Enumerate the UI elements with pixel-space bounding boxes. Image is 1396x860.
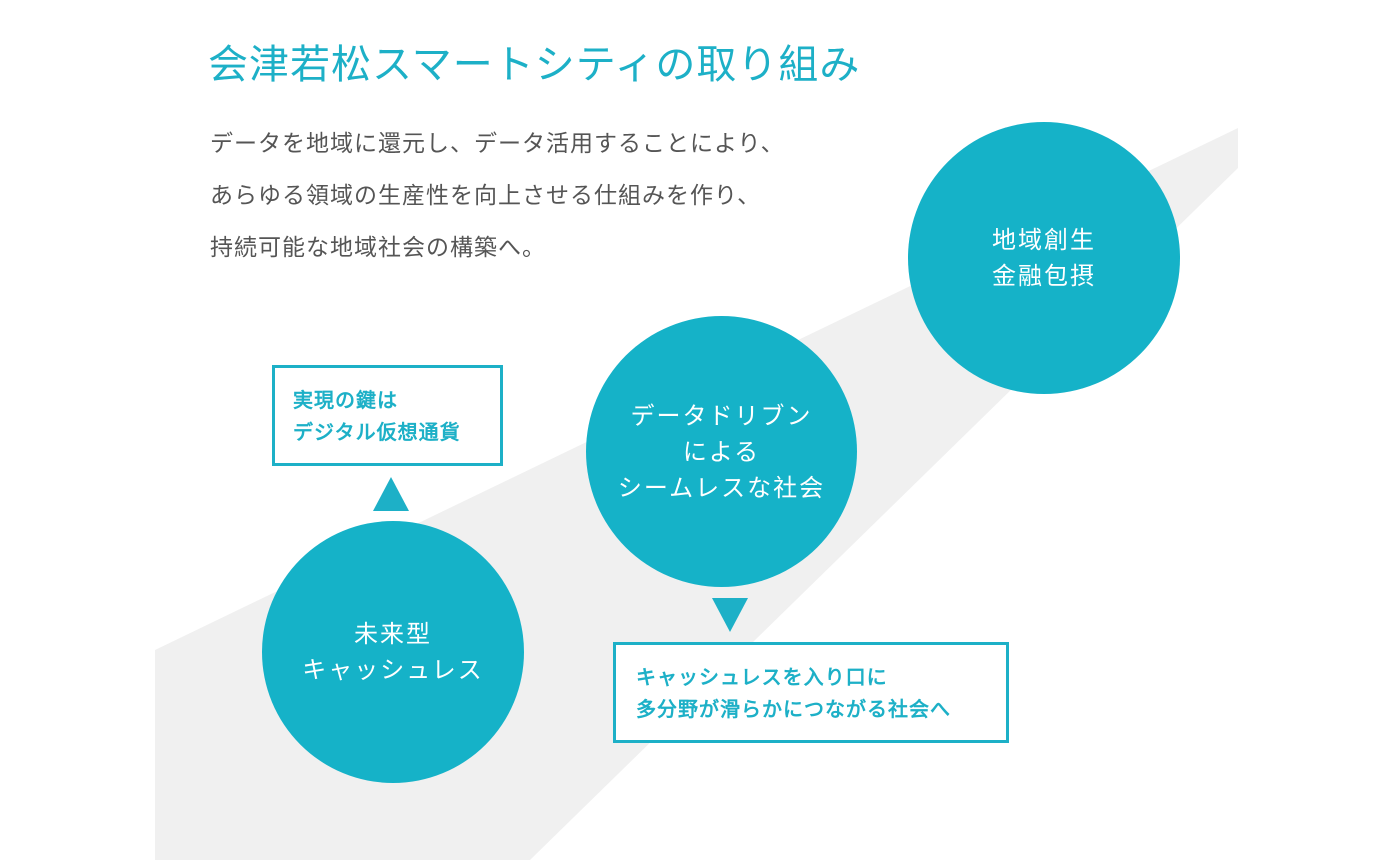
circle-line: データドリブン	[630, 401, 813, 430]
circle-line: シームレスな社会	[617, 473, 826, 502]
callout-digital-currency: 実現の鍵は デジタル仮想通貨	[272, 365, 503, 466]
intro-text: データを地域に還元し、データ活用することにより、 あらゆる領域の生産性を向上させ…	[210, 118, 785, 274]
circle-data-driven-society: データドリブン による シームレスな社会	[586, 316, 857, 587]
callout-cashless-entry: キャッシュレスを入り口に 多分野が滑らかにつながる社会へ	[613, 642, 1009, 743]
intro-line: データを地域に還元し、データ活用することにより、	[210, 131, 785, 157]
callout-line: 多分野が滑らかにつながる社会へ	[636, 697, 951, 721]
circle-line: 地域創生	[992, 226, 1096, 254]
page-title: 会津若松スマートシティの取り組み	[208, 42, 861, 88]
circle-regional-revitalization: 地域創生 金融包摂	[908, 122, 1180, 394]
circle-line: 未来型	[354, 620, 432, 648]
arrow-down-icon	[712, 598, 748, 632]
callout-line: 実現の鍵は	[293, 388, 398, 412]
intro-line: あらゆる領域の生産性を向上させる仕組みを作り、	[210, 183, 762, 209]
arrow-up-icon	[373, 477, 409, 511]
circle-line: キャッシュレス	[302, 656, 484, 684]
circle-line: 金融包摂	[992, 262, 1096, 290]
circle-line: による	[682, 437, 761, 466]
callout-line: キャッシュレスを入り口に	[636, 665, 888, 689]
intro-line: 持続可能な地域社会の構築へ。	[210, 235, 546, 261]
callout-line: デジタル仮想通貨	[293, 420, 461, 444]
circle-future-cashless: 未来型 キャッシュレス	[262, 521, 524, 783]
